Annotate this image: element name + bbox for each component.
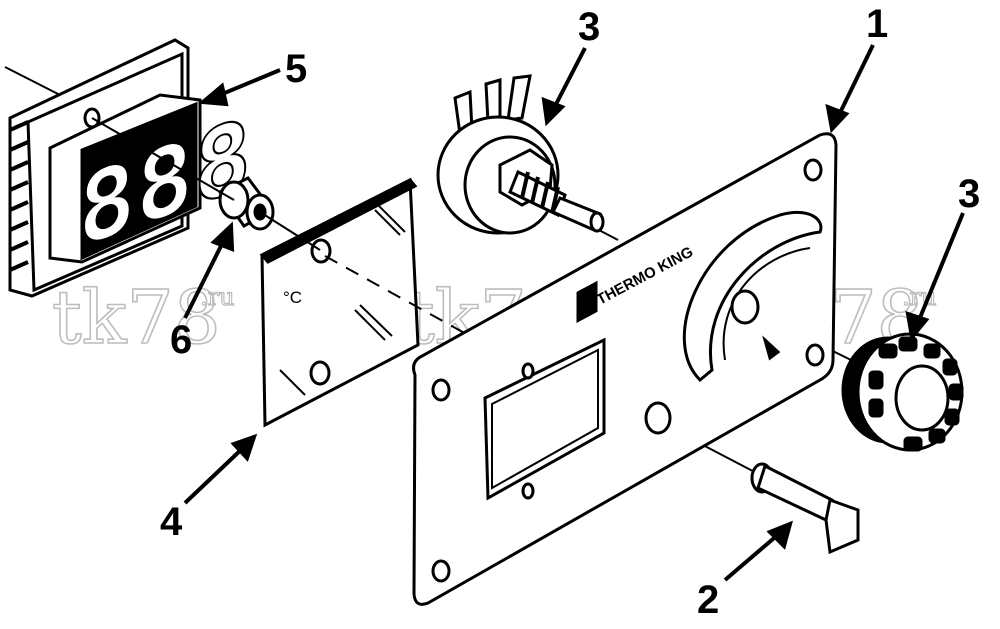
callout-3-top: 3 — [578, 5, 600, 49]
dial-scale-inner — [722, 247, 811, 361]
arrow-6-head — [210, 221, 235, 252]
knob-cap — [894, 364, 950, 432]
callout-3-right: 3 — [958, 172, 980, 216]
callout-1: 1 — [866, 2, 888, 46]
spacer — [217, 176, 275, 231]
thermo-king-logo — [576, 280, 598, 323]
arrow-3-top — [551, 47, 587, 111]
arrow-4-head — [230, 433, 258, 462]
heat-sink-fins — [9, 120, 29, 272]
lead-wire — [4, 66, 63, 97]
switch-cap — [824, 498, 860, 555]
arrow-2-head — [766, 520, 793, 550]
watermark-suffix: .ru — [200, 283, 235, 311]
lens-hole-top — [310, 238, 332, 264]
control-knob — [841, 332, 964, 452]
lens-reflection-lines — [279, 204, 406, 396]
dial-scale-arc — [682, 211, 823, 383]
arrow-5-head — [198, 82, 229, 107]
arrow-2 — [723, 531, 782, 582]
knob-hole — [730, 289, 760, 325]
terminal-3 — [506, 74, 532, 122]
panel-hole-bottom-left — [431, 559, 451, 583]
callout-5: 5 — [285, 47, 307, 91]
window-screw-top — [521, 362, 535, 380]
display-lens — [259, 177, 420, 428]
arrow-1 — [836, 44, 875, 118]
callout-arrows — [183, 44, 965, 582]
front-panel — [412, 132, 838, 606]
lens-edge — [259, 178, 418, 264]
arrow-6 — [183, 237, 227, 319]
knob-grips — [868, 336, 964, 452]
panel-hole-bottom-right — [805, 343, 825, 367]
panel-hole-top-right — [803, 158, 823, 182]
arrow-4 — [183, 445, 246, 505]
arrow-3-top-head — [541, 96, 566, 127]
callout-6: 6 — [170, 318, 192, 362]
pot-shaft-end — [589, 211, 605, 233]
switch-body — [756, 463, 834, 523]
watermark-text: tk78 — [52, 275, 221, 361]
arrow-5 — [214, 68, 281, 99]
potentiometer — [436, 74, 605, 235]
arrow-3-right-head — [905, 311, 930, 342]
callout-2: 2 — [697, 578, 719, 622]
arrow-1-head — [825, 103, 850, 134]
digit-window — [80, 101, 198, 261]
push-switch — [750, 462, 860, 555]
panel-display-inner — [491, 348, 599, 490]
unit-label: °C — [283, 288, 302, 307]
callout-4: 4 — [160, 500, 183, 544]
switch-hole — [644, 401, 672, 435]
lens-hole-bottom — [309, 360, 331, 386]
watermark-left: tk78 .ru — [51, 274, 235, 362]
led-display-module — [4, 38, 202, 298]
dial-pointer-mark — [762, 335, 781, 361]
arrow-3-right — [915, 212, 965, 326]
panel-hole-top-left — [431, 378, 451, 402]
window-screw-bottom — [521, 482, 535, 500]
